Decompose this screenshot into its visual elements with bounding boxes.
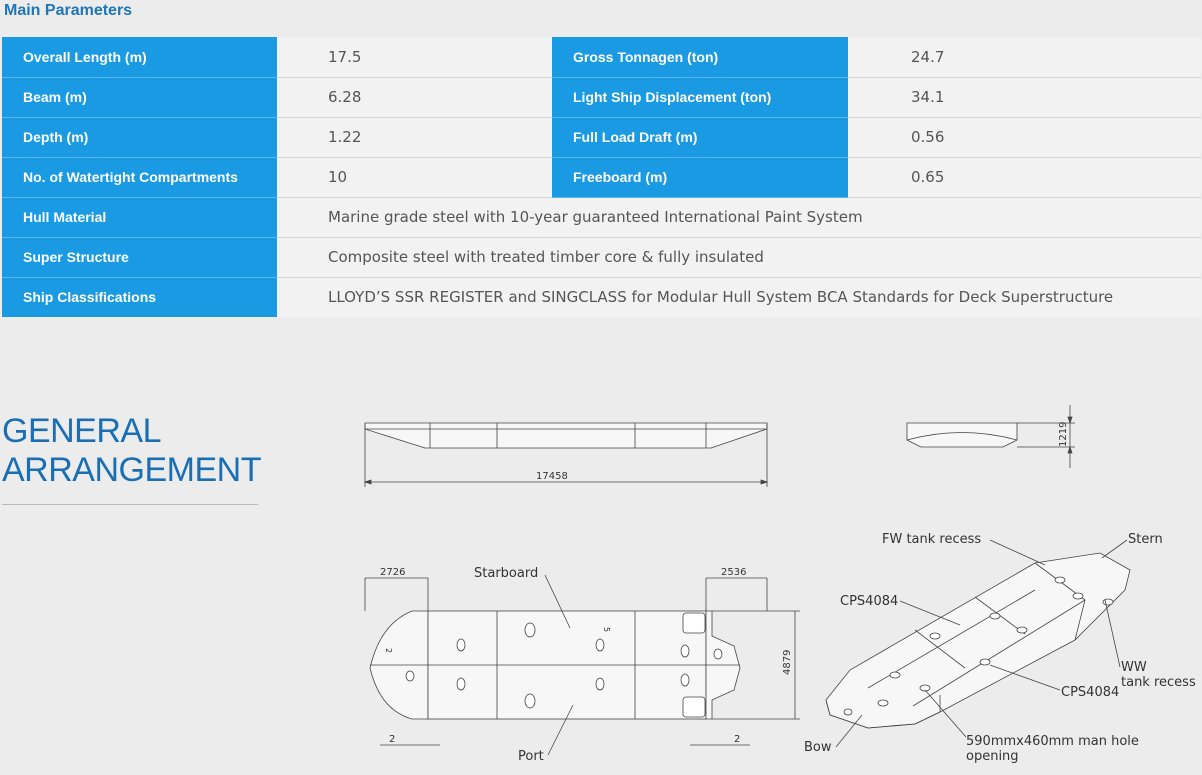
- side-elevation-view: 17458: [363, 422, 769, 487]
- param-label-beam: Beam (m): [2, 77, 277, 118]
- label-cps4084-bottom: CPS4084: [1061, 685, 1119, 700]
- param-label-super-structure: Super Structure: [2, 237, 277, 278]
- general-arrangement-drawing: 17458 1219: [363, 405, 1196, 764]
- main-parameters-title: Main Parameters: [4, 2, 133, 19]
- param-label-freeboard: Freeboard (m): [552, 157, 848, 198]
- label-bow: Bow: [804, 740, 832, 755]
- end-elevation-view: 1219: [906, 405, 1075, 468]
- param-value-beam: 6.28: [277, 77, 552, 118]
- dim-stern-label: 2536: [721, 567, 746, 578]
- label-tank-recess: tank recess: [1121, 675, 1196, 690]
- dim-length-label: 17458: [536, 471, 568, 482]
- label-man-hole-line2: opening: [966, 749, 1019, 764]
- label-fw-tank-recess: FW tank recess: [882, 532, 981, 547]
- dim-bow-label: 2726: [380, 567, 405, 578]
- label-man-hole-line1: 590mmx460mm man hole: [966, 734, 1139, 749]
- label-ww: WW: [1121, 660, 1147, 675]
- dim-small-vert1-label: 2: [384, 648, 393, 653]
- param-value-super-structure: Composite steel with treated timber core…: [277, 237, 1201, 278]
- param-value-full-load-draft: 0.56: [848, 117, 1201, 158]
- table-row: Depth (m) 1.22 Full Load Draft (m) 0.56: [2, 117, 1201, 158]
- dim-depth-label: 1219: [1058, 422, 1069, 447]
- plan-view: 2726 2536 4879 2 2 2 5 Starboard Port: [364, 566, 800, 764]
- table-row: Beam (m) 6.28 Light Ship Displacement (t…: [2, 77, 1201, 118]
- param-label-gross-tonnage: Gross Tonnagen (ton): [552, 37, 848, 78]
- param-label-hull-material: Hull Material: [2, 197, 277, 238]
- ga-divider: [2, 504, 258, 505]
- param-value-hull-material: Marine grade steel with 10-year guarante…: [277, 197, 1201, 238]
- param-value-overall-length: 17.5: [277, 37, 552, 78]
- table-row: Ship Classifications LLOYD’S SSR REGISTE…: [2, 277, 1201, 317]
- param-value-freeboard: 0.65: [848, 157, 1201, 198]
- general-arrangement-title: GENERAL ARRANGEMENT: [2, 412, 261, 490]
- ga-title-line1: GENERAL: [2, 412, 161, 450]
- ga-title-line2: ARRANGEMENT: [2, 451, 261, 489]
- param-value-ship-classifications: LLOYD’S SSR REGISTER and SINGCLASS for M…: [277, 277, 1201, 317]
- param-label-depth: Depth (m): [2, 117, 277, 158]
- param-label-watertight-compartments: No. of Watertight Compartments: [2, 157, 277, 198]
- dim-small-vert2-label: 5: [602, 627, 611, 632]
- dim-small-right-label: 2: [734, 734, 740, 745]
- label-cps4084-top: CPS4084: [840, 594, 898, 609]
- param-label-full-load-draft: Full Load Draft (m): [552, 117, 848, 158]
- label-starboard: Starboard: [474, 566, 538, 581]
- param-value-depth: 1.22: [277, 117, 552, 158]
- table-row: Super Structure Composite steel with tre…: [2, 237, 1201, 278]
- dim-small-left-label: 2: [389, 734, 395, 745]
- param-value-gross-tonnage: 24.7: [848, 37, 1201, 78]
- param-value-light-ship-displacement: 34.1: [848, 77, 1201, 118]
- table-row: No. of Watertight Compartments 10 Freebo…: [2, 157, 1201, 198]
- param-label-overall-length: Overall Length (m): [2, 37, 277, 78]
- dim-beam-label: 4879: [782, 650, 793, 675]
- label-port: Port: [518, 749, 544, 764]
- isometric-view: FW tank recess Stern CPS4084 WW tank rec…: [804, 532, 1196, 764]
- param-value-watertight-compartments: 10: [277, 157, 552, 198]
- label-stern: Stern: [1128, 532, 1163, 547]
- table-row: Hull Material Marine grade steel with 10…: [2, 197, 1201, 238]
- param-label-ship-classifications: Ship Classifications: [2, 277, 277, 317]
- param-label-light-ship-displacement: Light Ship Displacement (ton): [552, 77, 848, 118]
- table-row: Overall Length (m) 17.5 Gross Tonnagen (…: [2, 37, 1201, 78]
- main-parameters-table: Overall Length (m) 17.5 Gross Tonnagen (…: [2, 37, 1201, 317]
